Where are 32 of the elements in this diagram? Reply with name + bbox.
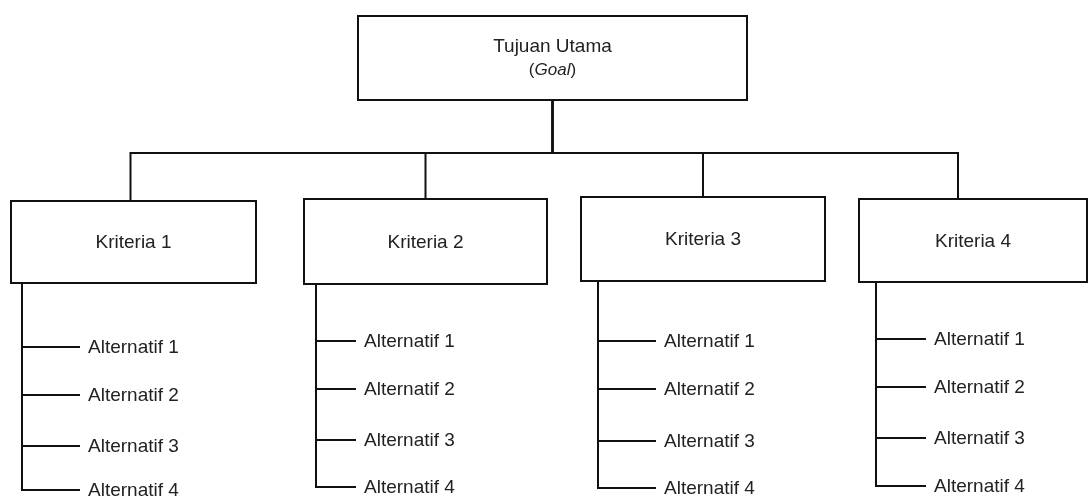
- criteria-box: [858, 198, 1088, 283]
- criteria-box: [580, 196, 826, 282]
- alternative-label: Alternatif 1: [934, 327, 1025, 351]
- node-label: (Goal): [528, 59, 577, 81]
- alternative-label: Alternatif 4: [88, 478, 179, 501]
- leader-line: [21, 283, 81, 491]
- node-label: Kriteria 2: [387, 229, 464, 254]
- criteria-box: [303, 198, 548, 285]
- alternative-label: Alternatif 1: [88, 335, 179, 359]
- alternative-label: Alternatif 3: [934, 426, 1025, 450]
- node-label: Kriteria 1: [95, 230, 172, 254]
- alternative-label: Alternatif 3: [664, 429, 755, 453]
- leader-line: [875, 282, 927, 487]
- connector-line: [551, 100, 959, 199]
- alternative-label: Alternatif 4: [364, 475, 455, 499]
- goal-box: [357, 15, 748, 101]
- alternative-label: Alternatif 2: [934, 375, 1025, 399]
- node-label: Kriteria 4: [935, 228, 1011, 253]
- alternative-label: Alternatif 3: [88, 434, 179, 458]
- alternative-label: Alternatif 2: [88, 383, 179, 407]
- alternative-label: Alternatif 2: [664, 377, 755, 401]
- leader-line: [315, 284, 357, 488]
- criteria-box: [10, 200, 257, 284]
- node-label: Kriteria 3: [665, 227, 741, 251]
- node-label: Tujuan Utama: [493, 34, 612, 58]
- alternative-label: Alternatif 4: [664, 476, 755, 500]
- leader-line: [597, 281, 657, 489]
- alternative-label: Alternatif 4: [934, 474, 1025, 498]
- alternative-label: Alternatif 3: [364, 428, 455, 452]
- alternative-label: Alternatif 1: [364, 329, 455, 353]
- alternative-label: Alternatif 1: [664, 329, 755, 353]
- alternative-label: Alternatif 2: [364, 377, 455, 401]
